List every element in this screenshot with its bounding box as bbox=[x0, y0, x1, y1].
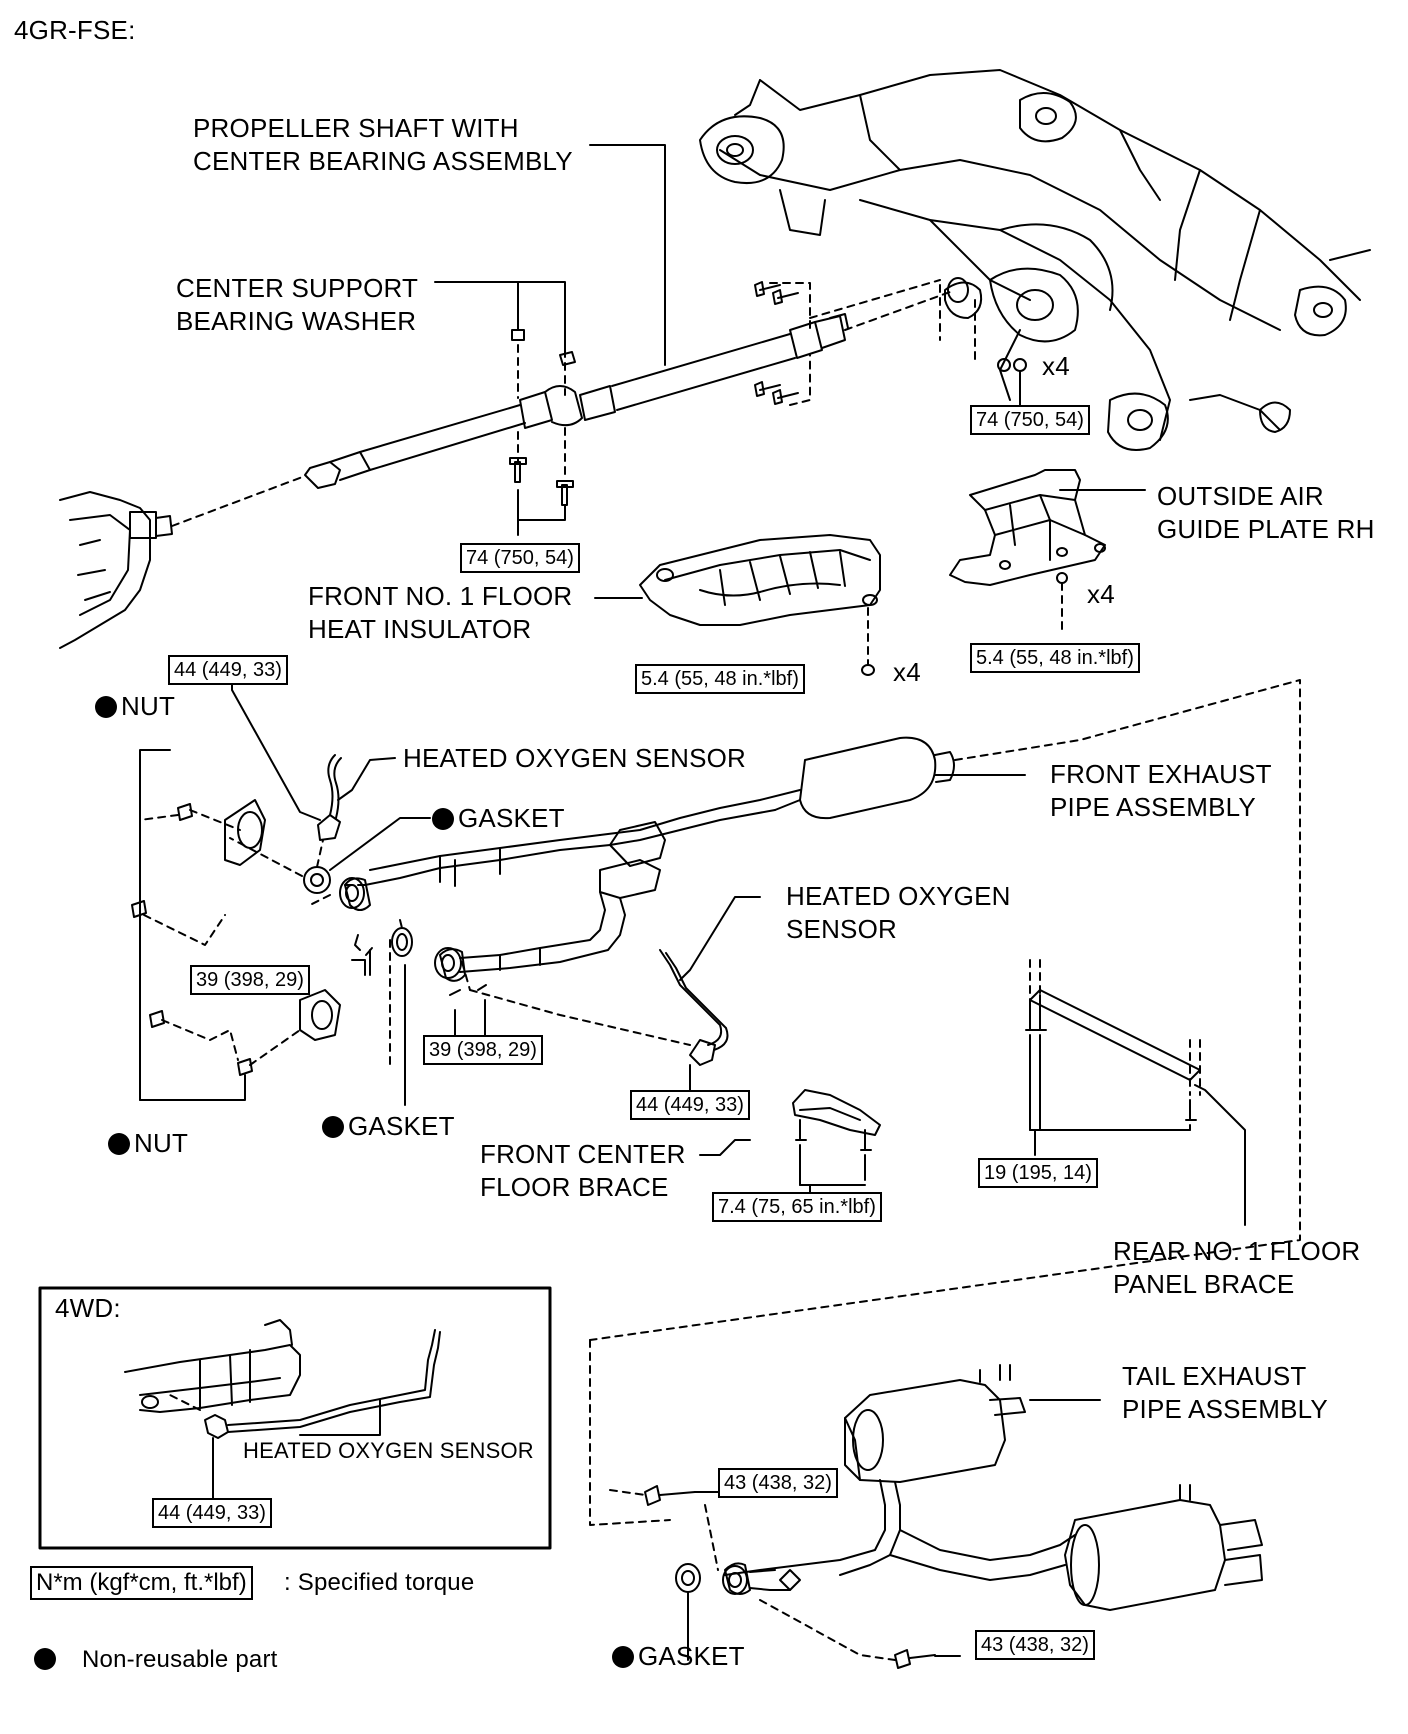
label-outside-air-line1: OUTSIDE AIR bbox=[1157, 481, 1324, 511]
engine-model-title: 4GR-FSE: bbox=[14, 15, 136, 45]
label-rear-floor-brace-line2: PANEL BRACE bbox=[1113, 1269, 1295, 1299]
legend-torque-text: : Specified torque bbox=[284, 1569, 475, 1596]
torque-fourwd-o2: 44 (449, 33) bbox=[152, 1498, 272, 1528]
label-front-exhaust-line1: FRONT EXHAUST bbox=[1050, 759, 1272, 789]
label-front-center-brace-line1: FRONT CENTER bbox=[480, 1139, 686, 1169]
rear-floor-panel-brace bbox=[1025, 989, 1246, 1226]
nonreusable-dot bbox=[322, 1116, 344, 1138]
tail-dashed-lines bbox=[609, 1489, 896, 1661]
prop-leader-lines bbox=[434, 144, 1021, 536]
torque-prop-shaft-rear: 74 (750, 54) bbox=[970, 405, 1090, 435]
label-center-support-line2: BEARING WASHER bbox=[176, 306, 417, 336]
label-front-exhaust-line2: PIPE ASSEMBLY bbox=[1050, 792, 1256, 822]
heated-oxygen-sensors bbox=[317, 754, 729, 1066]
torque-guide-plate: 5.4 (55, 48 in.*lbf) bbox=[970, 643, 1140, 673]
front-floor-heat-insulator bbox=[594, 534, 881, 676]
torque-center-bearing: 74 (750, 54) bbox=[460, 543, 580, 573]
label-propeller-shaft-line2: CENTER BEARING ASSEMBLY bbox=[193, 146, 573, 176]
torque-rear-floor-brace: 19 (195, 14) bbox=[978, 1158, 1098, 1188]
label-qty-x4-guide: x4 bbox=[1087, 579, 1115, 609]
nonreusable-dot bbox=[612, 1646, 634, 1668]
torque-floor-insulator: 5.4 (55, 48 in.*lbf) bbox=[635, 664, 805, 694]
label-center-support-line1: CENTER SUPPORT bbox=[176, 273, 419, 303]
outside-air-guide-plate bbox=[949, 469, 1146, 636]
label-heated-o2-sensor-upper: HEATED OXYGEN SENSOR bbox=[403, 743, 747, 773]
label-heated-o2-sensor-lower-line2: SENSOR bbox=[786, 914, 898, 944]
inset-heated-o2-sensor: HEATED OXYGEN SENSOR bbox=[243, 1438, 534, 1463]
label-nut-upper: NUT bbox=[95, 690, 175, 723]
legend-nonreusable: Non-reusable part bbox=[34, 1643, 278, 1676]
rear-suspension-member bbox=[699, 69, 1371, 451]
torque-tail-upper: 43 (438, 32) bbox=[718, 1468, 838, 1498]
label-front-center-brace-line2: FLOOR BRACE bbox=[480, 1172, 669, 1202]
label-qty-x4-prop: x4 bbox=[1042, 351, 1070, 381]
label-propeller-shaft-line1: PROPELLER SHAFT WITH bbox=[193, 113, 519, 143]
torque-front-center-brace: 7.4 (75, 65 in.*lbf) bbox=[712, 1192, 882, 1222]
nonreusable-dot bbox=[34, 1648, 56, 1670]
front-exhaust-pipe bbox=[303, 736, 955, 982]
nonreusable-dot bbox=[108, 1133, 130, 1155]
prop-fasteners bbox=[509, 277, 1027, 506]
propeller-shaft bbox=[304, 313, 849, 489]
label-tail-exhaust-line2: PIPE ASSEMBLY bbox=[1122, 1394, 1328, 1424]
inset-title: 4WD: bbox=[55, 1293, 121, 1323]
torque-tail-lower: 43 (438, 32) bbox=[975, 1630, 1095, 1660]
nonreusable-dot bbox=[432, 808, 454, 830]
tail-leader-lines bbox=[687, 1491, 961, 1661]
torque-o2-sensor-lower: 44 (449, 33) bbox=[630, 1090, 750, 1120]
label-gasket-upper: GASKET bbox=[432, 802, 565, 835]
label-floor-insulator-line2: HEAT INSULATOR bbox=[308, 614, 532, 644]
transmission-housing bbox=[59, 491, 173, 649]
torque-o2-sensor-upper: 44 (449, 33) bbox=[168, 655, 288, 685]
exhaust-leader-lines bbox=[139, 681, 1026, 1109]
tail-exhaust-pipe bbox=[644, 1364, 1263, 1669]
legend-torque-unit: N*m (kgf*cm, ft.*lbf) bbox=[30, 1566, 253, 1600]
label-nut-lower: NUT bbox=[108, 1127, 188, 1160]
torque-flange-left-upper: 39 (398, 29) bbox=[190, 965, 310, 995]
exhaust-manifold-flanges bbox=[131, 799, 341, 1076]
label-heated-o2-sensor-lower-line1: HEATED OXYGEN bbox=[786, 881, 1011, 911]
label-gasket-tail: GASKET bbox=[612, 1640, 745, 1673]
front-center-floor-brace bbox=[699, 1089, 881, 1196]
label-tail-exhaust-line1: TAIL EXHAUST bbox=[1122, 1361, 1307, 1391]
exhaust-dashed-lines bbox=[139, 679, 1301, 1526]
fourwd-inset bbox=[38, 1286, 552, 1550]
torque-flange-left-lower: 39 (398, 29) bbox=[423, 1035, 543, 1065]
label-qty-x4-insulator: x4 bbox=[893, 657, 921, 687]
nonreusable-dot bbox=[95, 696, 117, 718]
label-gasket-lower: GASKET bbox=[322, 1110, 455, 1143]
label-floor-insulator-line1: FRONT NO. 1 FLOOR bbox=[308, 581, 573, 611]
label-outside-air-line2: GUIDE PLATE RH bbox=[1157, 514, 1375, 544]
label-rear-floor-brace-line1: REAR NO. 1 FLOOR bbox=[1113, 1236, 1361, 1266]
